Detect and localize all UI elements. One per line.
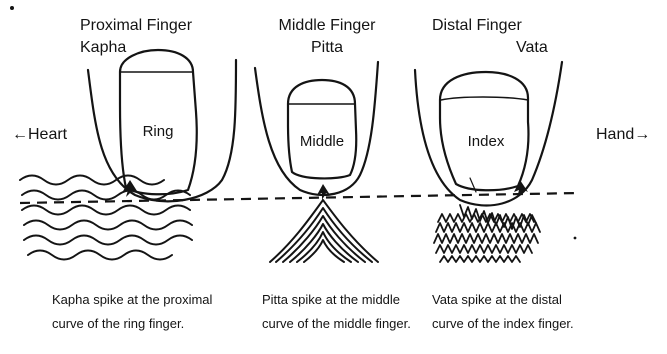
kapha-wave <box>24 221 192 230</box>
hand-direction-label: Hand→ <box>596 126 650 143</box>
middle-fingernail <box>288 80 356 178</box>
vata-zigzag <box>436 223 540 232</box>
kapha-wave <box>20 176 164 185</box>
index-fingernail <box>440 72 529 190</box>
heart-direction-label: ←Heart <box>12 126 68 143</box>
position-label-distal: Distal Finger <box>432 17 522 34</box>
position-label-middle: Middle Finger <box>279 17 377 34</box>
dosha-label-kapha: Kapha <box>80 39 126 56</box>
pitta-peak-line <box>283 216 365 262</box>
kapha-wave <box>22 191 190 200</box>
vata-caption-line-2: curve of the index finger. <box>432 316 574 331</box>
kapha-wave <box>28 251 172 260</box>
ring-finger-label: Ring <box>143 123 174 140</box>
vata-zigzag-pattern <box>434 205 540 262</box>
vata-zigzag <box>434 234 538 243</box>
index-finger-label: Index <box>468 133 505 150</box>
kapha-caption-line-1: Kapha spike at the proximal <box>52 292 213 307</box>
pitta-caption-line-1: Pitta spike at the middle <box>262 292 400 307</box>
speck <box>10 6 14 10</box>
middle-finger: Middle <box>255 62 378 200</box>
vata-zigzag <box>436 245 532 253</box>
position-label-proximal: Proximal Finger <box>80 17 193 34</box>
middle-finger-label: Middle <box>300 133 344 150</box>
kapha-wave <box>24 236 192 245</box>
vata-caption-line-1: Vata spike at the distal <box>432 292 562 307</box>
index-fingernail-edge <box>441 97 528 100</box>
speck <box>574 237 577 240</box>
kapha-wave <box>22 206 190 215</box>
pitta-caption-line-2: curve of the middle finger. <box>262 316 411 331</box>
index-finger: Index <box>415 62 562 206</box>
dosha-label-vata: Vata <box>516 39 548 56</box>
vata-zigzag <box>440 256 520 262</box>
pitta-peak-pattern <box>270 200 378 262</box>
kapha-wave-pattern <box>20 176 192 260</box>
ring-finger: Ring <box>88 50 236 201</box>
dosha-label-pitta: Pitta <box>311 39 343 56</box>
middle-finger-outline <box>255 62 378 195</box>
kapha-caption-line-2: curve of the ring finger. <box>52 316 184 331</box>
pulse-axis-dashed-line <box>20 193 580 203</box>
